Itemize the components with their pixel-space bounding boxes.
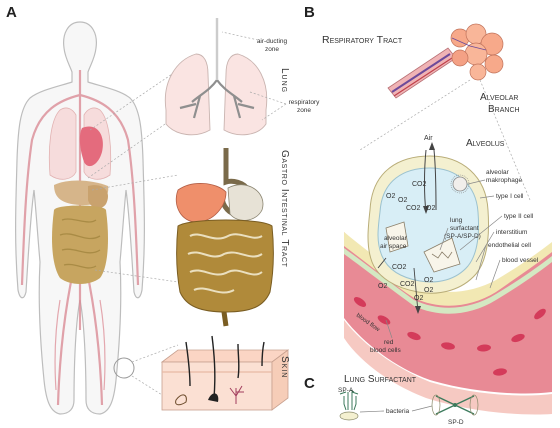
type-1-cell-label: type I cell: [496, 193, 524, 200]
lung-illustration: [164, 18, 268, 136]
alveolar-branch-label-2: Branch: [488, 104, 520, 115]
panel-label-a: A: [6, 4, 17, 21]
red-blood-cells-label-2: blood cells: [370, 347, 401, 354]
respiratory-tract-title: Respiratory Tract: [322, 34, 403, 46]
type-2-cell-label: type II cell: [504, 213, 534, 220]
bacteria-leader-lines: [359, 405, 433, 413]
gi-tract-illustration: [175, 148, 274, 327]
bronchiole-illustration: [387, 47, 457, 99]
air-ducting-leader: [221, 31, 259, 41]
o2-label: O2: [386, 193, 395, 200]
co2-label: CO2: [392, 264, 407, 271]
alveolus-title: Alveolus: [466, 138, 505, 149]
respiratory-zone-label-2: zone: [297, 107, 311, 114]
gas-labels: CO2 O2 CO2 O2 O2 CO2 CO2 O2 O2 O2 O2: [378, 181, 435, 302]
skin-label: Skin: [279, 356, 290, 378]
o2-label: O2: [398, 197, 407, 204]
air-ducting-label-2: zone: [265, 46, 279, 53]
red-blood-cells: [353, 297, 546, 376]
interstitium-label: interstitium: [496, 229, 527, 236]
o2-label: O2: [424, 277, 433, 284]
lung-label: Lung: [279, 68, 290, 93]
alveolar-branch-label-1: Alveolar: [480, 92, 518, 103]
o2-label: O2: [414, 295, 423, 302]
o2-label: O2: [378, 283, 387, 290]
co2-label: CO2: [412, 181, 427, 188]
o2-label: O2: [424, 287, 433, 294]
respiratory-zone-leader: [249, 91, 287, 121]
air-space-label-2: air space: [380, 243, 407, 250]
macrophage-label-1: alveolar: [486, 169, 510, 176]
gi-tract-label: Gastro Intestinal Tract: [279, 150, 290, 268]
sp-a-illustration: [339, 389, 359, 421]
red-blood-cells-label-1: red: [384, 339, 394, 346]
respiratory-zone-label-1: respiratory: [289, 99, 320, 106]
blood-vessel-label: blood vessel: [502, 257, 539, 264]
alveolar-cluster-illustration: [450, 23, 504, 81]
alveolus-illustration: [367, 142, 489, 314]
co2-label: CO2: [400, 281, 415, 288]
panel-label-b: B: [304, 4, 315, 21]
macrophage-label-2: makrophage: [486, 177, 523, 184]
air-space-label-1: alveolar: [384, 235, 408, 242]
sp-a-label: SP-A: [338, 387, 354, 394]
human-body-illustration: [15, 21, 145, 415]
capillary-vessel: [344, 232, 552, 415]
bacteria-label: bacteria: [386, 408, 410, 415]
alveolus-zoom-lines: [359, 79, 531, 201]
air-label: Air: [424, 135, 433, 142]
co2-label: CO2: [406, 205, 421, 212]
endothelial-cell-label: endothelial cell: [488, 242, 532, 249]
surfactant-label-3: (SP-A/SP-D): [444, 233, 481, 240]
panel-a-connector-lines: [87, 69, 179, 406]
surfactant-label-2: surfactant: [450, 225, 479, 232]
lung-surfactant-title: Lung Surfactant: [344, 374, 417, 385]
air-ducting-label-1: air-ducting: [257, 38, 288, 45]
surfactant-label-1: lung: [450, 217, 463, 224]
skin-illustration: [160, 335, 290, 411]
panel-label-c: C: [304, 375, 315, 392]
o2-label: O2: [426, 205, 435, 212]
sp-d-illustration: [431, 394, 479, 416]
sp-d-label: SP-D: [448, 419, 464, 426]
alveolus-leader-lines: [385, 179, 503, 339]
